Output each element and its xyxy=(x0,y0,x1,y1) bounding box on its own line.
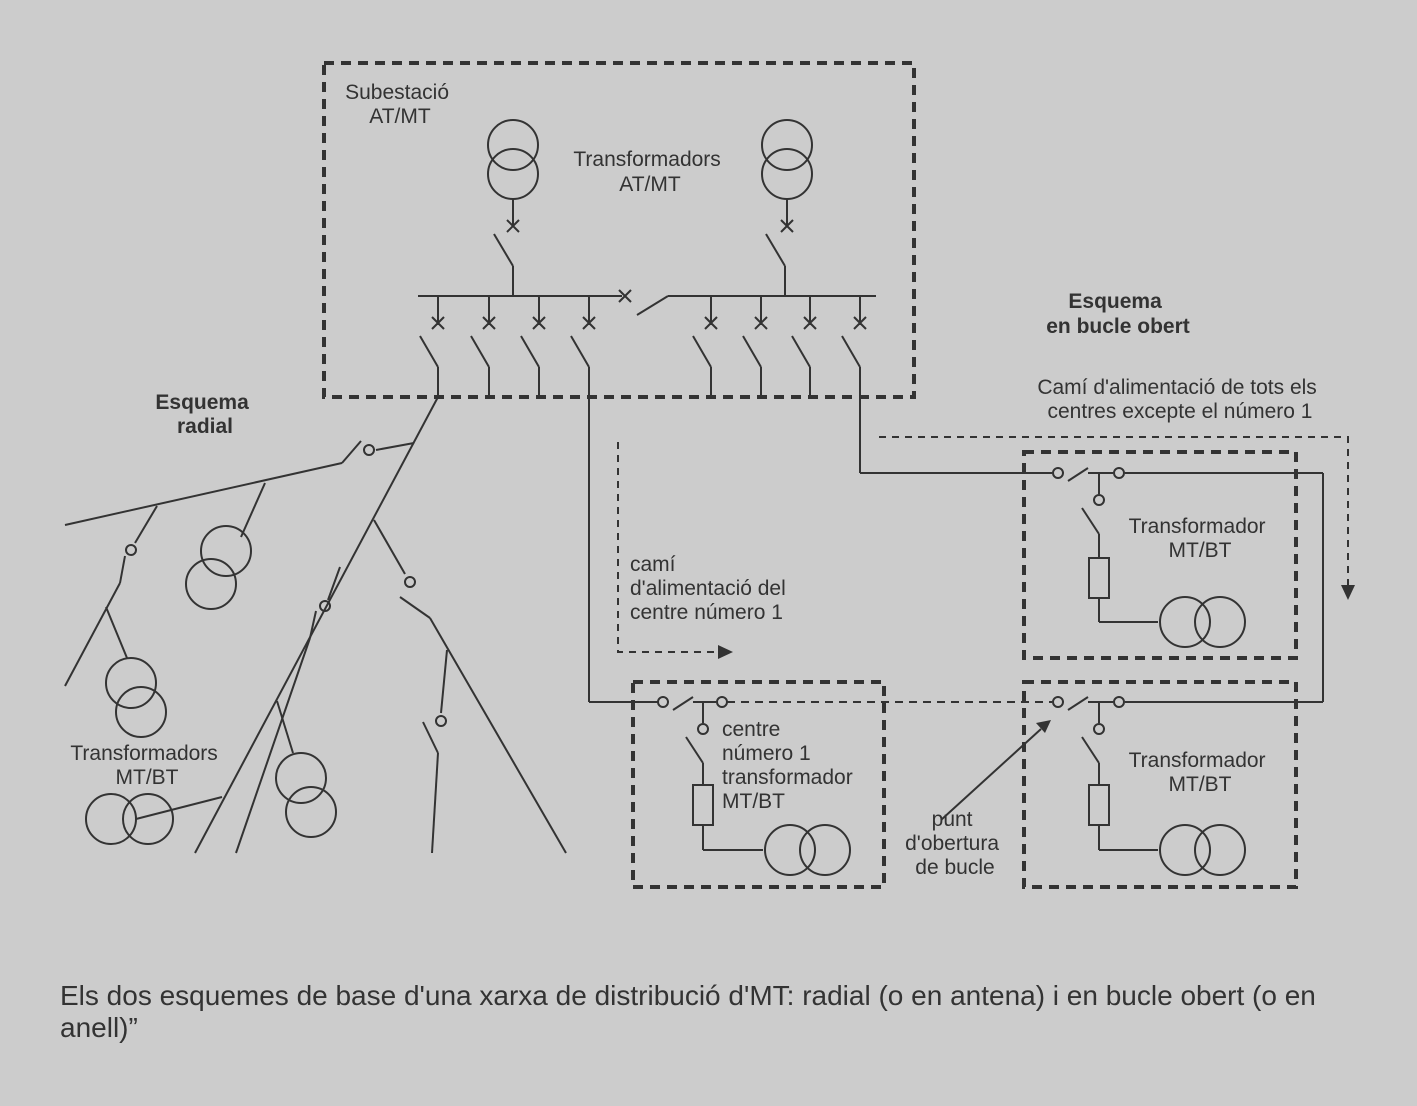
path-center-1-label: camí d'alimentació del centre número 1 xyxy=(630,553,792,624)
feeder-bay xyxy=(692,296,718,397)
path-center-1-arrow xyxy=(617,442,733,659)
feeder-bay xyxy=(470,296,496,397)
radial-scheme-title: Esquema radial xyxy=(155,391,254,438)
center-1-label: centre número 1 transformador MT/BT xyxy=(722,718,859,813)
at-mt-transformer-right xyxy=(761,119,813,296)
feeder-bay xyxy=(791,296,817,397)
busbar xyxy=(418,289,876,316)
loop-open-point-arrow xyxy=(940,720,1051,821)
transformer-center-bottom-equipment xyxy=(1052,696,1246,876)
figure-caption: Els dos esquemes de base d'una xarxa de … xyxy=(60,980,1316,1043)
path-all-centres-arrow xyxy=(879,436,1355,600)
transformer-center-top-equipment xyxy=(1052,467,1246,648)
transformer-center-top-box xyxy=(1022,450,1298,660)
feeder-bay xyxy=(841,296,867,397)
feeder-bay xyxy=(520,296,546,397)
loop-network xyxy=(588,397,1324,703)
transformer-center-bottom-box xyxy=(1022,680,1298,889)
feeder-bay xyxy=(419,296,445,397)
center-1-box xyxy=(631,680,886,889)
at-mt-transformers-label: Transformadors AT/MT xyxy=(573,148,726,196)
mt-bt-transformers-label: Transformadors MT/BT xyxy=(70,742,223,789)
feeder-bay xyxy=(570,296,596,397)
radial-network xyxy=(64,396,567,854)
center-1-equipment xyxy=(657,696,851,876)
at-mt-transformer-left xyxy=(487,119,539,296)
transformer-bottom-label: Transformador MT/BT xyxy=(1129,749,1272,796)
path-all-centres-label: Camí d'alimentació de tots els centres e… xyxy=(1037,376,1322,423)
feeder-bay xyxy=(742,296,768,397)
transformer-top-label: Transformador MT/BT xyxy=(1129,515,1272,562)
substation-label: Subestació AT/MT xyxy=(345,81,455,128)
substation-box xyxy=(322,61,916,399)
loop-scheme-title: Esquema en bucle obert xyxy=(1046,290,1190,338)
loop-open-point-label: punt d'obertura de bucle xyxy=(905,808,1005,879)
